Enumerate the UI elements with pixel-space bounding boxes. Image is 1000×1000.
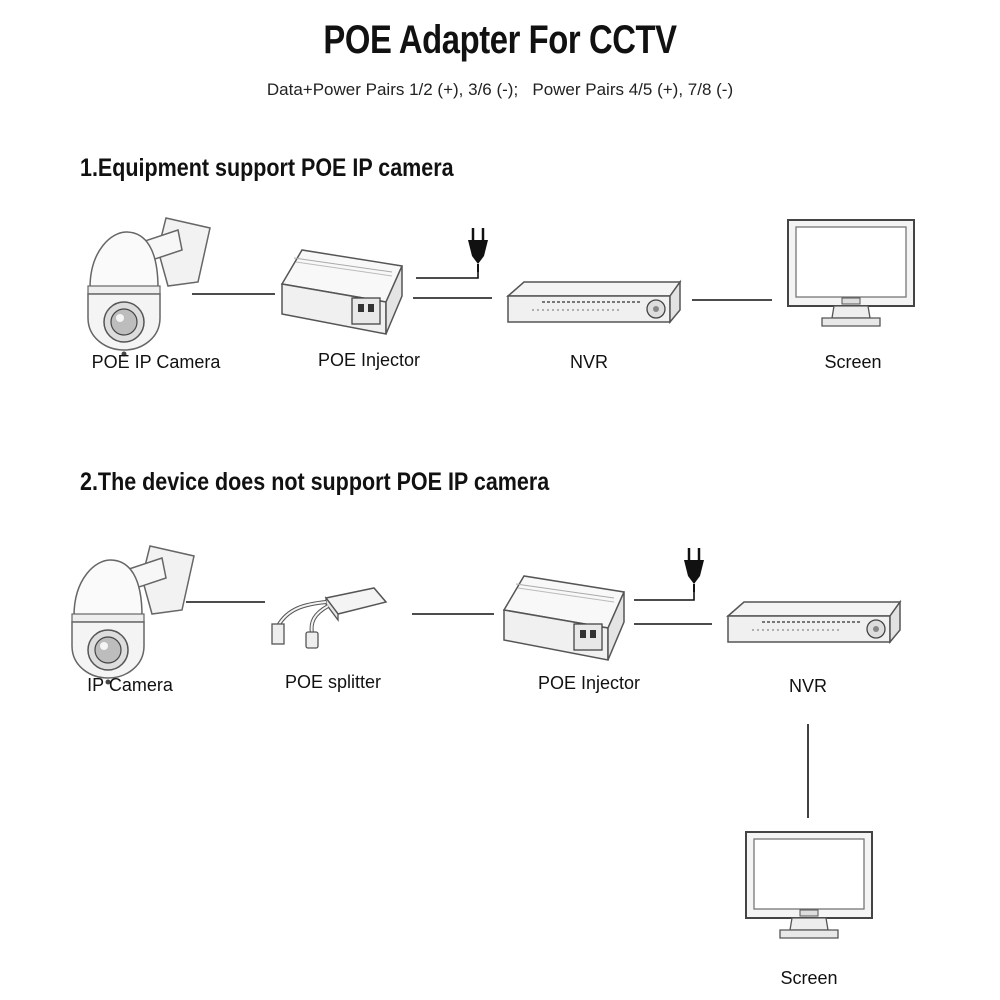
section-2-cables [186, 592, 809, 818]
nvr-icon [507, 281, 681, 323]
device-label-nvr: NVR [788, 676, 827, 696]
poe-injector-icon [503, 575, 625, 661]
nvr-icon [727, 601, 901, 643]
ptz-camera-icon [87, 217, 211, 358]
section-1-cables [192, 270, 772, 301]
power-plug-icon [466, 226, 490, 274]
page-title: POE Adapter For CCTV [323, 18, 677, 62]
device-label-nvr: NVR [569, 352, 608, 372]
poe-splitter-icon [270, 586, 388, 650]
section-2-heading: 2.The device does not support POE IP cam… [80, 468, 550, 496]
device-label-poe-injector: POE Injector [537, 673, 641, 693]
device-label-ip-camera: IP Camera [87, 675, 173, 695]
device-label-poe-ip-camera: POE IP Camera [91, 352, 221, 372]
monitor-icon [787, 219, 915, 327]
section-1-heading: 1.Equipment support POE IP camera [80, 154, 454, 182]
device-label-poe-splitter: POE splitter [284, 672, 382, 692]
device-label-screen: Screen [780, 968, 838, 988]
device-label-screen: Screen [824, 352, 882, 372]
power-plug-icon [682, 546, 706, 594]
pinout-subtitle: Data+Power Pairs 1/2 (+), 3/6 (-); Power… [266, 80, 734, 99]
device-label-poe-injector: POE Injector [317, 350, 421, 370]
poe-injector-icon [281, 249, 403, 335]
ptz-camera-icon [71, 545, 195, 686]
monitor-icon [745, 831, 873, 939]
